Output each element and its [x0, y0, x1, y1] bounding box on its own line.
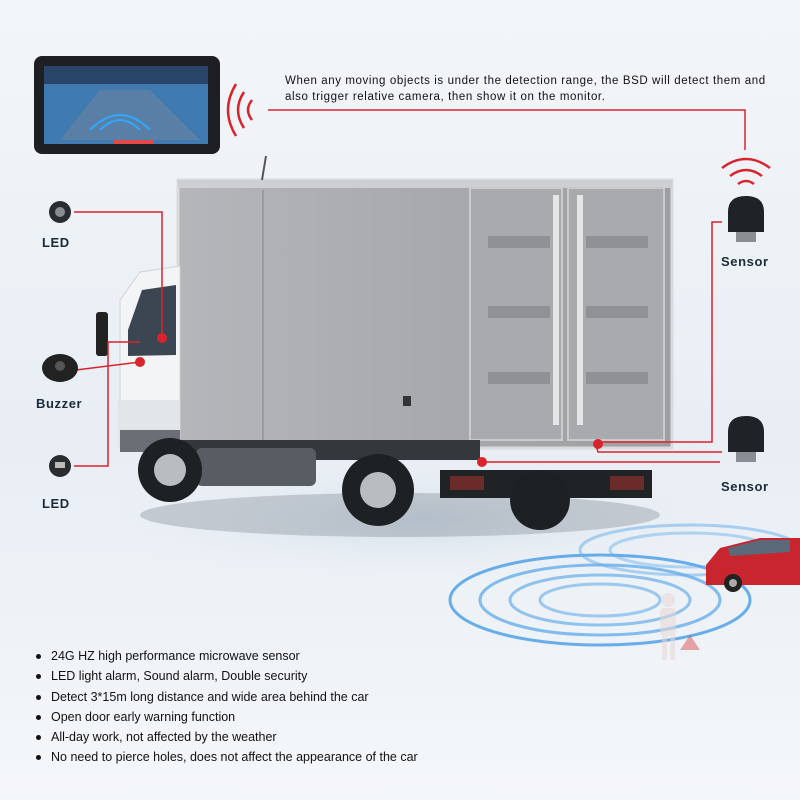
buzzer-icon: [42, 354, 78, 382]
label-sensor-top: Sensor: [721, 254, 769, 269]
list-item: No need to pierce holes, does not affect…: [33, 747, 418, 767]
list-item: Detect 3*15m long distance and wide area…: [33, 687, 418, 707]
truck-cargo-box: [176, 178, 674, 450]
signal-waves-icon: [226, 83, 254, 137]
label-led-bottom: LED: [42, 496, 70, 511]
label-led-top: LED: [42, 235, 70, 250]
feature-list: 24G HZ high performance microwave sensor…: [33, 646, 418, 768]
list-item: Open door early warning function: [33, 707, 418, 727]
led-icon: [49, 455, 71, 477]
label-sensor-bottom: Sensor: [721, 479, 769, 494]
wheels: [138, 438, 570, 530]
truck-cab: [96, 265, 181, 452]
label-buzzer: Buzzer: [36, 396, 83, 411]
fuel-tank: [196, 448, 316, 486]
list-item: All-day work, not affected by the weathe…: [33, 727, 418, 747]
sensor-icon: [728, 416, 764, 462]
list-item: LED light alarm, Sound alarm, Double sec…: [33, 666, 418, 686]
sensor-icon: [728, 196, 764, 242]
pedestrian: [660, 593, 700, 660]
list-item: 24G HZ high performance microwave sensor: [33, 646, 418, 666]
red-car: [706, 538, 800, 592]
detection-description: When any moving objects is under the det…: [285, 75, 766, 103]
signal-waves-icon: [721, 157, 771, 186]
led-icon: [49, 201, 71, 223]
monitor-icon: [34, 56, 220, 154]
